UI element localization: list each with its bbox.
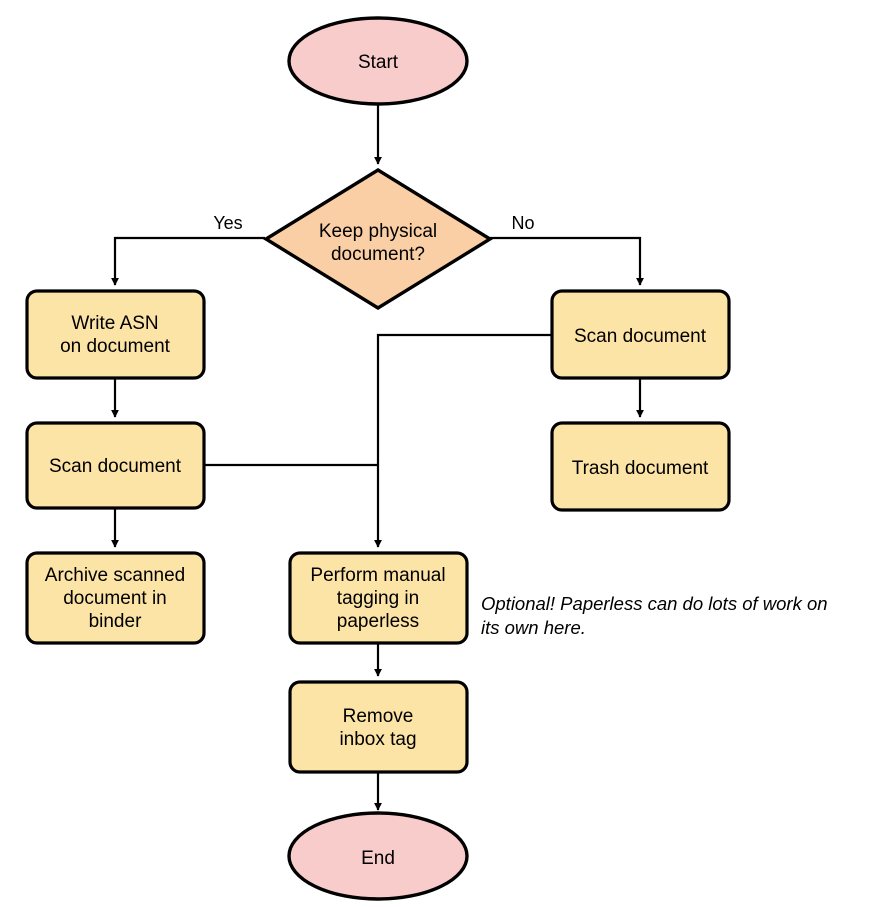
node-scan-document-left[interactable]: Scan document bbox=[25, 421, 206, 510]
node-start[interactable]: Start bbox=[287, 16, 469, 106]
annotation-line2: its own here. bbox=[481, 617, 586, 638]
decision-label-line2: document? bbox=[331, 244, 425, 265]
archive-label-line3: binder bbox=[89, 611, 142, 632]
remove-inbox-label-line1: Remove bbox=[343, 706, 414, 727]
write-asn-label-line2: on document bbox=[60, 336, 171, 357]
edge-label-no: No bbox=[511, 213, 534, 233]
node-end[interactable]: End bbox=[287, 811, 469, 901]
connector-scan-right-to-tagging bbox=[374, 333, 552, 548]
end-ellipse[interactable] bbox=[287, 811, 469, 901]
tagging-label-line1: Perform manual bbox=[310, 565, 445, 586]
start-ellipse[interactable] bbox=[287, 16, 469, 106]
edge-label-yes: Yes bbox=[213, 213, 242, 233]
archive-label-line2: document in bbox=[63, 588, 167, 609]
annotation-line1: Optional! Paperless can do lots of work … bbox=[481, 593, 828, 614]
write-asn-label-line1: Write ASN bbox=[71, 313, 158, 334]
write-asn-box[interactable] bbox=[25, 289, 206, 380]
scan-document-left-label: Scan document bbox=[49, 456, 182, 477]
tagging-box[interactable] bbox=[288, 551, 469, 645]
node-write-asn-on-document[interactable]: Write ASN on document bbox=[25, 289, 206, 380]
scan-document-right-label: Scan document bbox=[574, 326, 707, 347]
start-label: Start bbox=[358, 52, 399, 73]
trash-document-box[interactable] bbox=[550, 421, 731, 512]
scan-document-left-box[interactable] bbox=[25, 421, 206, 510]
annotation-optional-note: Optional! Paperless can do lots of work … bbox=[481, 593, 828, 638]
node-remove-inbox-tag[interactable]: Remove inbox tag bbox=[288, 680, 469, 774]
end-label: End bbox=[361, 848, 395, 869]
node-archive-scanned-document[interactable]: Archive scanned document in binder bbox=[25, 551, 206, 645]
trash-document-label: Trash document bbox=[572, 458, 709, 479]
node-decision-keep-physical-document[interactable]: Keep physical document? bbox=[262, 168, 494, 310]
node-trash-document[interactable]: Trash document bbox=[550, 421, 731, 512]
node-scan-document-right[interactable]: Scan document bbox=[550, 289, 731, 380]
tagging-label-line2: tagging in bbox=[337, 588, 419, 609]
archive-box[interactable] bbox=[25, 551, 206, 645]
connector-layer bbox=[111, 103, 644, 811]
tagging-label-line3: paperless bbox=[337, 611, 419, 632]
decision-diamond[interactable] bbox=[262, 168, 494, 310]
remove-inbox-box[interactable] bbox=[288, 680, 469, 774]
connector-decision-yes-to-write-asn bbox=[111, 236, 265, 286]
remove-inbox-label-line2: inbox tag bbox=[339, 729, 416, 750]
connector-decision-no-to-scan-right bbox=[490, 236, 644, 286]
archive-label-line1: Archive scanned bbox=[45, 565, 185, 586]
scan-document-right-box[interactable] bbox=[550, 289, 731, 380]
node-perform-manual-tagging[interactable]: Perform manual tagging in paperless bbox=[288, 551, 469, 645]
decision-label-line1: Keep physical bbox=[319, 221, 437, 242]
